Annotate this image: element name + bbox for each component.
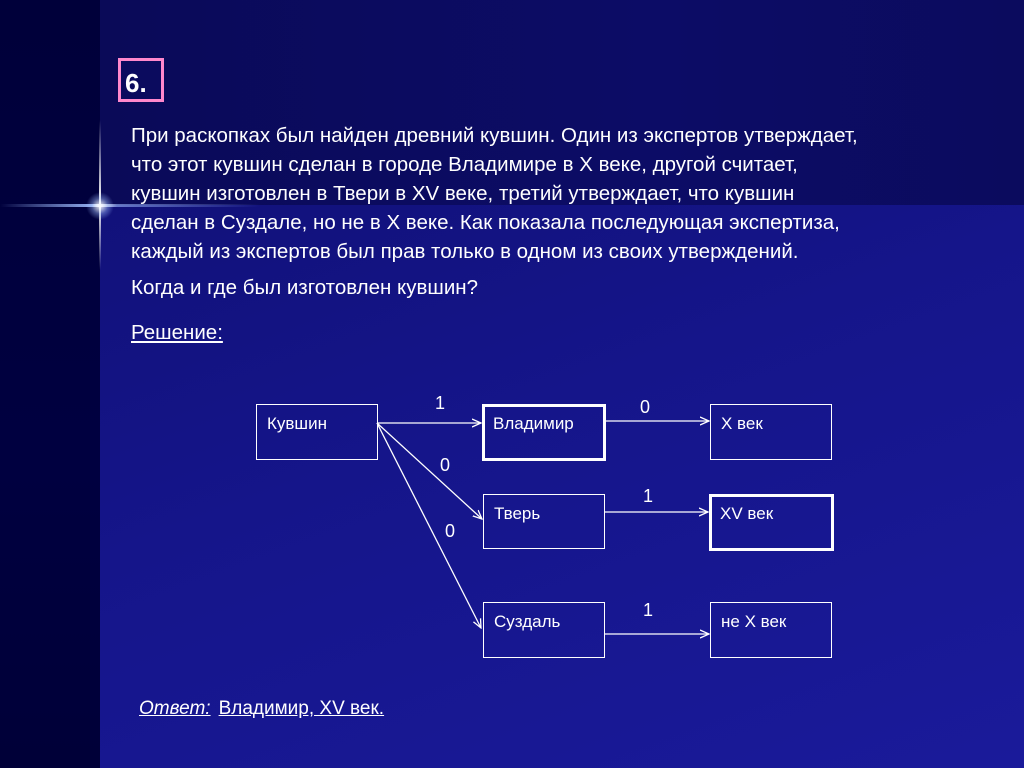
- edge-pitcher-suzdal: [376, 422, 481, 628]
- background-left-band: [0, 0, 100, 768]
- node-xv-century: XV век: [709, 494, 834, 551]
- problem-line: При раскопках был найден древний кувшин.…: [131, 124, 858, 147]
- problem-line: кувшин изготовлен в Твери в XV веке, тре…: [131, 182, 795, 205]
- problem-line: что этот кувшин сделан в городе Владимир…: [131, 153, 798, 176]
- answer-label: Ответ:: [139, 698, 211, 719]
- node-vladimir: Владимир: [482, 404, 606, 461]
- edge-label-tver-xv: 1: [643, 486, 654, 506]
- edge-label-vladimir-x: 0: [640, 397, 651, 417]
- solution-heading: Решение:: [131, 321, 223, 344]
- problem-line: каждый из экспертов был прав только в од…: [131, 240, 799, 263]
- edge-label-pitcher-suzdal: 0: [445, 521, 456, 541]
- edge-label-suzdal-notx: 1: [643, 600, 654, 620]
- background-main-panel: [100, 205, 1024, 768]
- light-flare-horizontal: [0, 204, 260, 207]
- problem-number-box: [118, 58, 164, 102]
- node-suzdal: Суздаль: [483, 602, 605, 658]
- problem-line: сделан в Суздале, но не в X веке. Как по…: [131, 211, 840, 234]
- background-top-band: [100, 0, 1024, 205]
- edge-pitcher-tver: [376, 422, 482, 519]
- node-tver: Тверь: [483, 494, 605, 549]
- question-text: Когда и где был изготовлен кувшин?: [131, 276, 478, 299]
- problem-text: При раскопках был найден древний кувшин.…: [131, 121, 991, 266]
- problem-number: 6.: [125, 68, 147, 98]
- edge-label-pitcher-vladimir: 1: [435, 393, 446, 413]
- answer-line: Ответ: Владимир, XV век.: [139, 698, 384, 720]
- answer-value: Владимир, XV век.: [218, 698, 385, 719]
- edge-label-pitcher-tver: 0: [440, 455, 451, 475]
- light-flare-glow: [86, 192, 114, 220]
- node-not-x-century: не X век: [710, 602, 832, 658]
- node-pitcher: Кувшин: [256, 404, 378, 460]
- node-x-century: X век: [710, 404, 832, 460]
